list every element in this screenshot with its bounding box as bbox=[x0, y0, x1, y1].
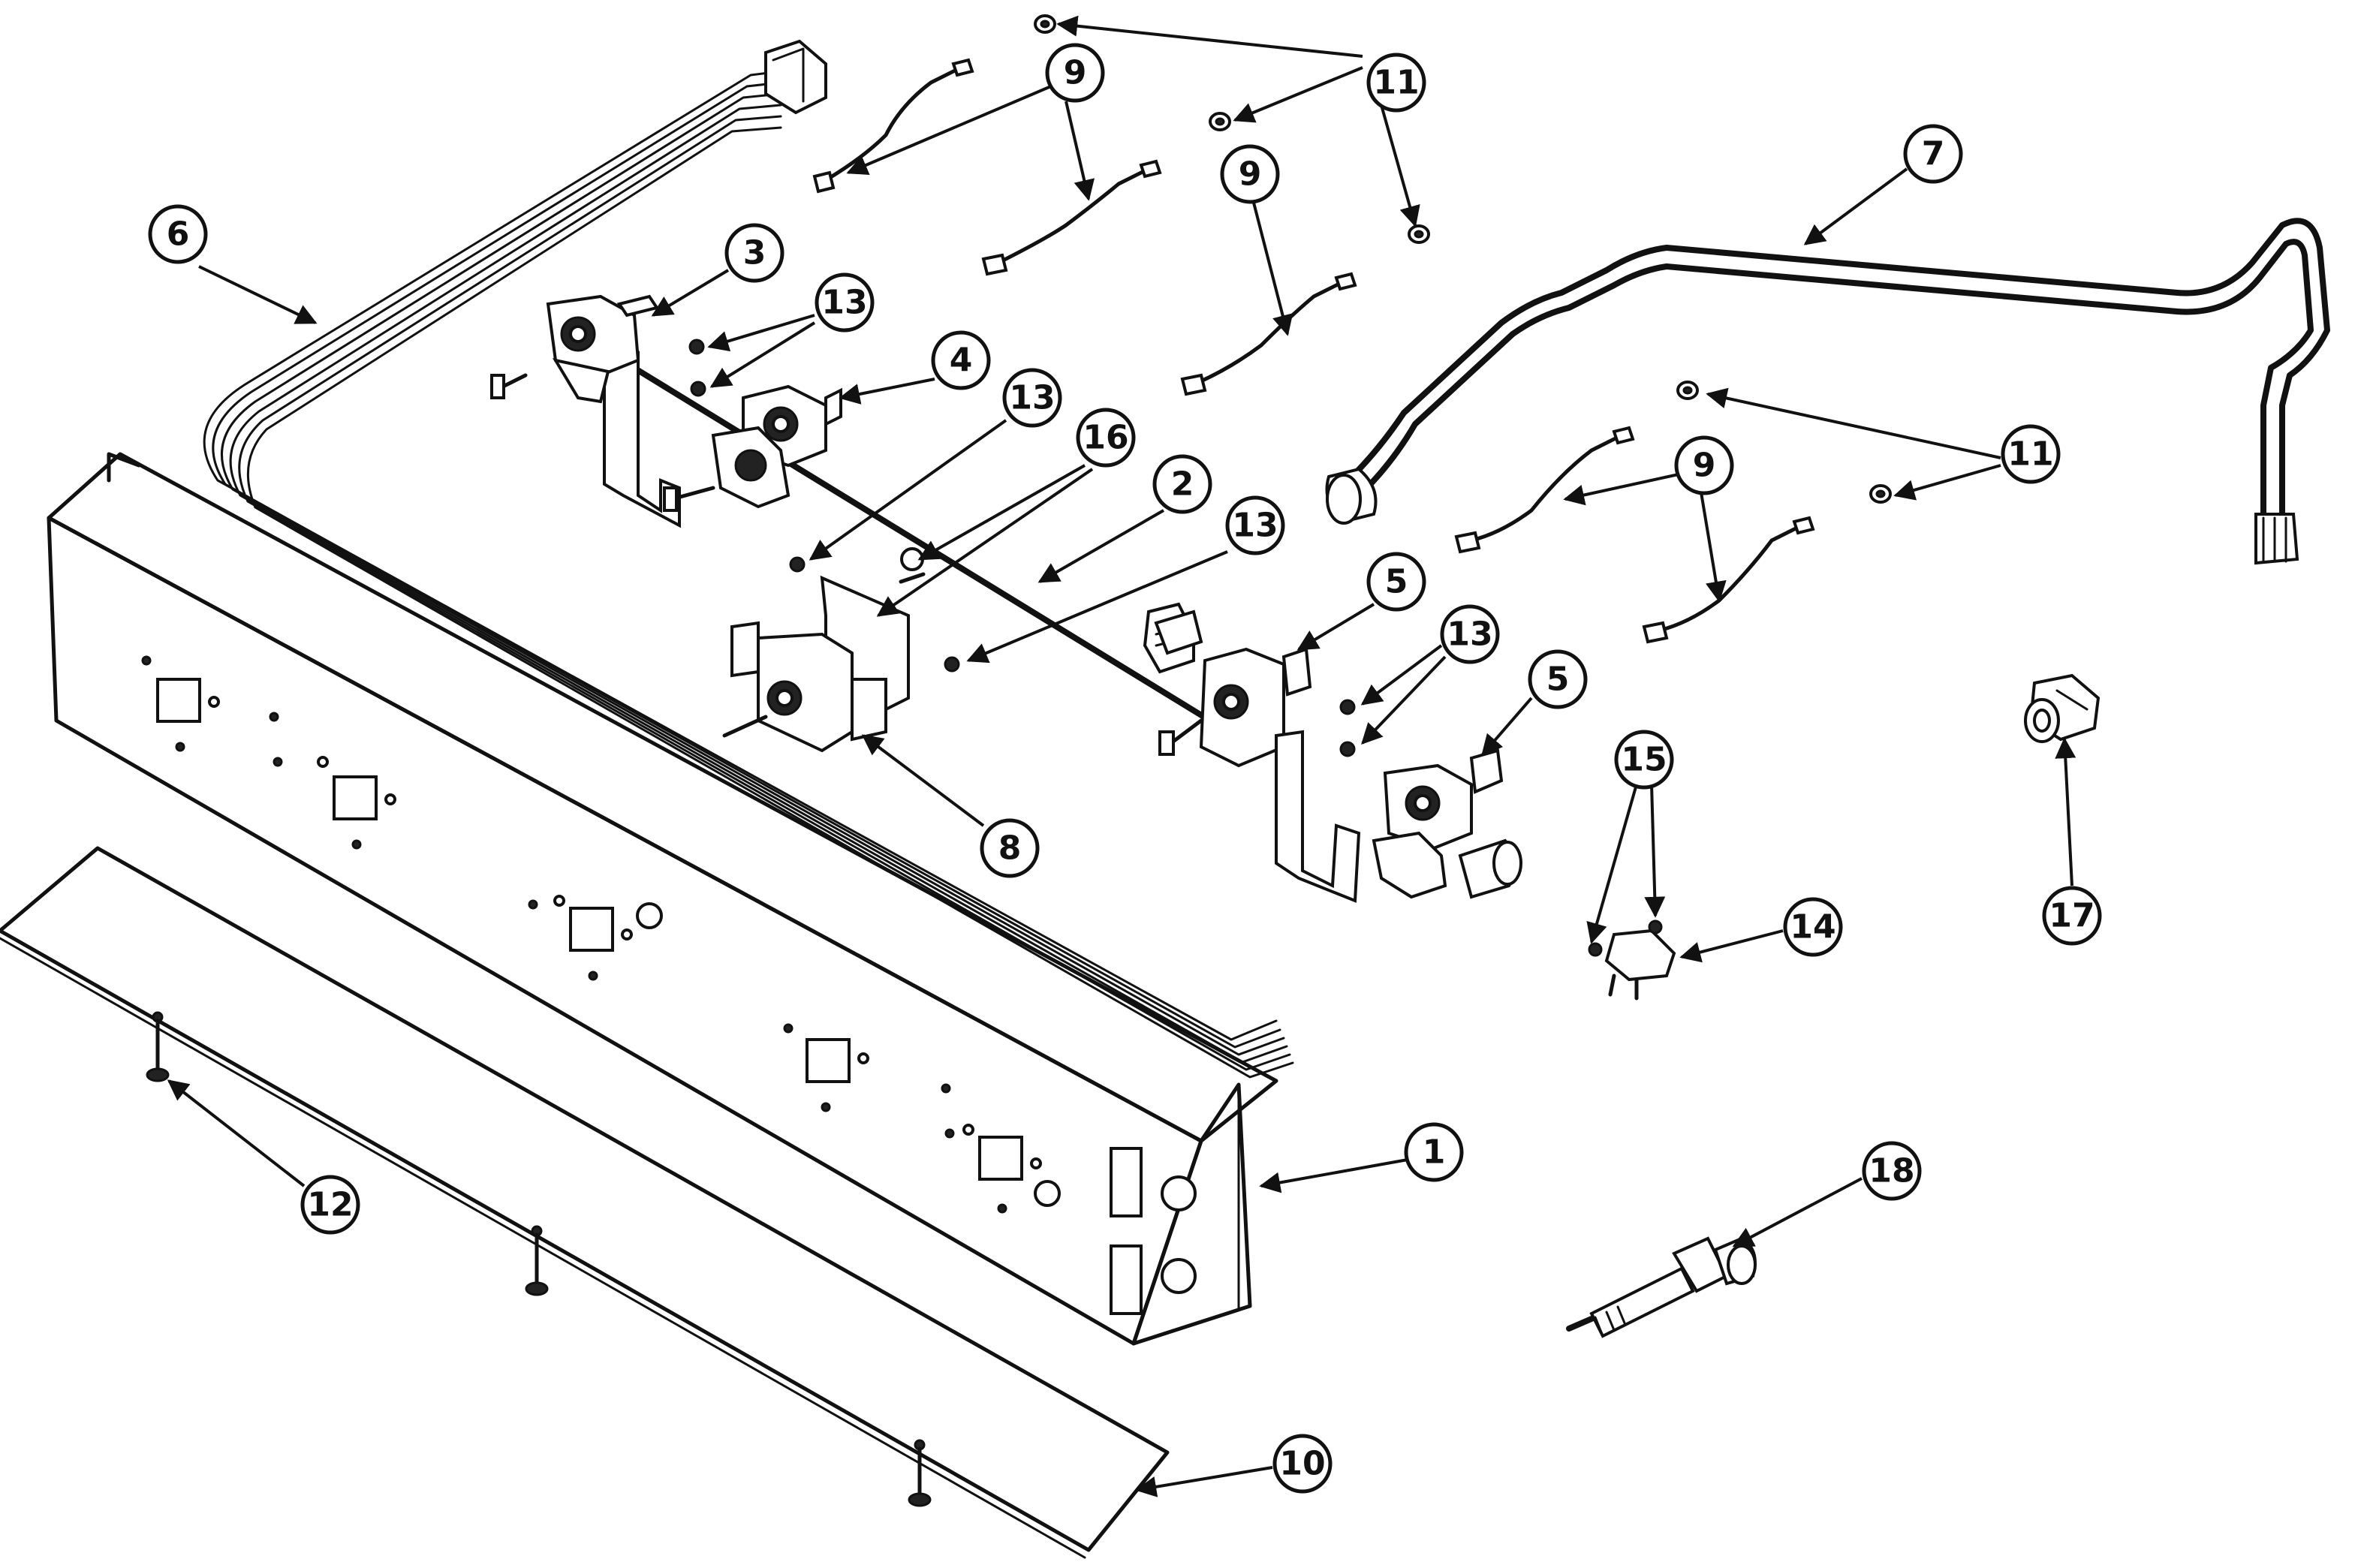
control-panel-backplate bbox=[47, 452, 1278, 1346]
callout-5a: 5 bbox=[1366, 552, 1426, 612]
valve-assembly-left bbox=[490, 294, 842, 528]
thermocouple-lead-5 bbox=[1642, 516, 1815, 644]
nut-11b bbox=[1209, 112, 1231, 131]
svg-text:11: 11 bbox=[1373, 64, 1419, 102]
callout-15: 15 bbox=[1614, 730, 1674, 790]
callout-3: 3 bbox=[724, 223, 784, 283]
callout-2: 2 bbox=[1152, 454, 1212, 514]
screw-12b bbox=[525, 1225, 549, 1296]
callout-4: 4 bbox=[931, 330, 991, 390]
svg-text:6: 6 bbox=[167, 215, 190, 254]
nut-11a bbox=[1034, 14, 1056, 34]
svg-text:3: 3 bbox=[743, 234, 766, 272]
svg-text:18: 18 bbox=[1869, 1152, 1914, 1190]
manifold-rod bbox=[613, 354, 1219, 727]
thermocouple-lead-4 bbox=[1454, 426, 1635, 554]
callout-9c: 9 bbox=[1674, 435, 1734, 495]
svg-text:15: 15 bbox=[1621, 741, 1667, 779]
callout-11a: 11 bbox=[1366, 53, 1426, 113]
callout-8: 8 bbox=[980, 818, 1040, 878]
svg-text:9: 9 bbox=[1693, 447, 1716, 485]
callout-9a: 9 bbox=[1045, 43, 1105, 103]
callout-13c: 13 bbox=[1225, 495, 1285, 555]
spacer-stud bbox=[899, 572, 926, 584]
screw-13f bbox=[1339, 741, 1356, 757]
callout-1: 1 bbox=[1404, 1122, 1464, 1182]
thermocouple-lead-1 bbox=[812, 58, 974, 194]
callout-13d: 13 bbox=[1440, 604, 1500, 664]
callout-18: 18 bbox=[1862, 1141, 1922, 1201]
callout-13a: 13 bbox=[815, 272, 875, 333]
svg-text:9: 9 bbox=[1239, 155, 1262, 194]
svg-text:8: 8 bbox=[998, 829, 1022, 868]
svg-text:13: 13 bbox=[1009, 379, 1055, 417]
screw-12c bbox=[908, 1439, 932, 1507]
svg-text:4: 4 bbox=[950, 342, 973, 380]
svg-text:12: 12 bbox=[307, 1186, 353, 1224]
svg-text:10: 10 bbox=[1279, 1445, 1325, 1483]
svg-text:17: 17 bbox=[2049, 897, 2094, 935]
screw-13c bbox=[789, 556, 806, 573]
svg-text:9: 9 bbox=[1064, 54, 1087, 92]
callout-9b: 9 bbox=[1220, 144, 1280, 204]
svg-text:13: 13 bbox=[1447, 615, 1492, 654]
regulator-cap bbox=[2024, 673, 2100, 743]
leader-lines bbox=[167, 15, 2076, 1497]
svg-text:5: 5 bbox=[1546, 661, 1570, 699]
thermocouple-lead-2 bbox=[981, 159, 1162, 276]
callout-7: 7 bbox=[1903, 124, 1963, 184]
svg-text:11: 11 bbox=[2007, 435, 2053, 474]
screw-13e bbox=[1339, 699, 1356, 715]
gas-supply-tube bbox=[1325, 218, 2330, 565]
screw-13d bbox=[944, 656, 960, 673]
callout-10: 10 bbox=[1272, 1434, 1333, 1494]
igniter-switch bbox=[1588, 919, 1676, 1001]
svg-text:13: 13 bbox=[1232, 507, 1278, 545]
svg-text:2: 2 bbox=[1171, 465, 1194, 504]
screw-12a bbox=[146, 1011, 170, 1082]
svg-text:5: 5 bbox=[1385, 563, 1408, 601]
ignition-switch-bracket bbox=[722, 547, 924, 753]
spark-module bbox=[1154, 609, 1203, 655]
orifice-fitting bbox=[1566, 1236, 1757, 1338]
svg-text:7: 7 bbox=[1922, 135, 1945, 173]
nut-11c bbox=[1408, 224, 1430, 244]
lower-trim-strip bbox=[0, 846, 1170, 1559]
wiring-harness bbox=[203, 39, 1294, 1079]
callout-13b: 13 bbox=[1002, 368, 1062, 428]
callout-5b: 5 bbox=[1528, 649, 1588, 709]
callout-11b: 11 bbox=[2001, 424, 2061, 484]
callout-6: 6 bbox=[148, 204, 208, 264]
svg-text:14: 14 bbox=[1790, 908, 1835, 947]
svg-text:1: 1 bbox=[1423, 1133, 1446, 1172]
screw-13a bbox=[688, 339, 705, 355]
screw-13b bbox=[690, 381, 706, 397]
callout-17: 17 bbox=[2042, 886, 2102, 946]
thermocouple-lead-3 bbox=[1180, 272, 1357, 396]
svg-text:13: 13 bbox=[821, 284, 867, 322]
callout-14: 14 bbox=[1783, 897, 1843, 957]
svg-text:16: 16 bbox=[1083, 419, 1128, 457]
callout-16: 16 bbox=[1076, 408, 1136, 468]
callout-12: 12 bbox=[300, 1175, 360, 1235]
nut-11e bbox=[1869, 484, 1892, 504]
nut-11d bbox=[1676, 381, 1699, 400]
